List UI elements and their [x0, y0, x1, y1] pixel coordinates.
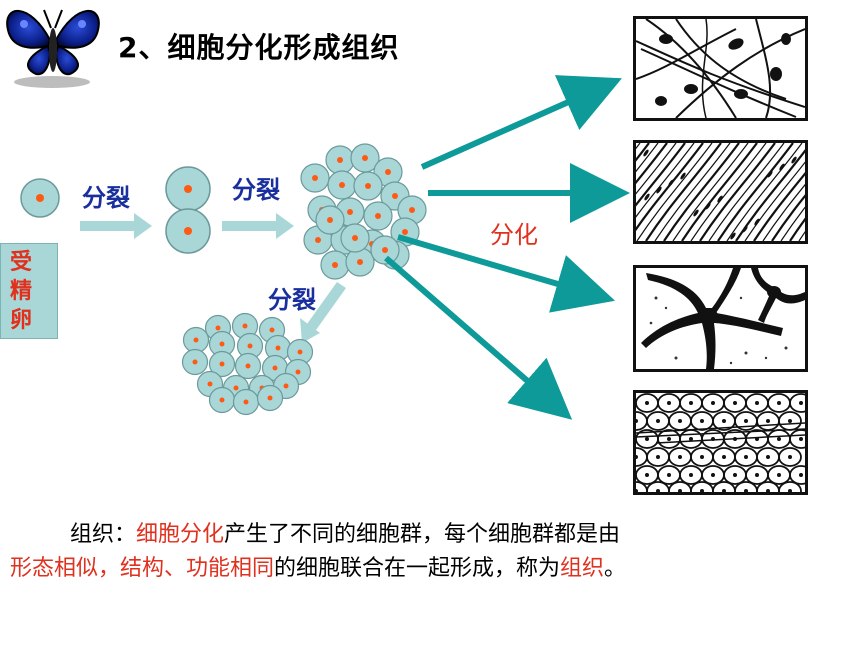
cell — [315, 205, 345, 235]
fertilized-egg-char-2: 精 — [9, 279, 32, 304]
epithelial-tissue-image — [633, 390, 808, 495]
cell — [370, 235, 400, 265]
division-arrow-3 — [300, 282, 346, 343]
definition-highlight-2: 形态相似，结构、功能相同 — [10, 556, 275, 581]
cell — [208, 330, 236, 358]
cell — [363, 201, 393, 231]
definition-highlight-3: 组织 — [560, 556, 605, 581]
cell — [208, 386, 236, 414]
division-label-2: 分裂 — [232, 176, 280, 204]
fertilized-egg-char-1: 受 — [9, 250, 32, 275]
differentiation-label: 分化 — [490, 221, 538, 249]
cell-group — [181, 312, 314, 416]
butterfly-icon — [6, 9, 100, 88]
cell — [325, 145, 355, 175]
division-label-1: 分裂 — [82, 184, 130, 212]
differentiation-arrow-3 — [397, 234, 616, 313]
connective-tissue-image — [633, 16, 808, 121]
two-cell-stage — [165, 166, 211, 254]
cell — [340, 223, 370, 253]
fertilized-egg-label: 受 精 卵 — [6, 248, 36, 335]
division-arrow-1 — [80, 213, 152, 239]
definition-highlight-1: 细胞分化 — [136, 522, 225, 547]
differentiation-arrow-4 — [384, 255, 573, 420]
definition-text-4: 的细胞联合在一起形成，称为 — [274, 556, 561, 581]
division-label-3: 分裂 — [268, 286, 316, 314]
cell — [232, 388, 260, 416]
differentiation-arrow-1 — [420, 75, 622, 170]
nerve-tissue-image — [633, 265, 808, 372]
cell — [327, 170, 357, 200]
fertilized-egg-box — [0, 243, 58, 339]
cell-cluster — [300, 143, 427, 280]
cell — [182, 326, 210, 354]
definition-term: 组织： — [70, 522, 137, 547]
cell — [181, 348, 209, 376]
slide-title: 2、细胞分化形成组织 — [118, 31, 400, 64]
fertilized-egg-char-3: 卵 — [9, 308, 32, 333]
cell — [256, 384, 284, 412]
definition-text-2: 产生了不同的细胞群，每个细胞群都是由 — [224, 522, 621, 547]
cell — [320, 250, 350, 280]
cell — [350, 143, 380, 173]
division-arrow-2 — [222, 213, 294, 239]
cell — [234, 352, 262, 380]
cell — [208, 350, 236, 378]
cell — [345, 247, 375, 277]
definition-text: 组织：细胞分化产生了不同的细胞群，每个细胞群都是由 形态相似，结构、功能相同的细… — [10, 518, 850, 586]
cell — [300, 163, 330, 193]
fertilized-egg-cell — [20, 178, 60, 218]
cell — [353, 171, 383, 201]
definition-text-6: 。 — [604, 556, 627, 581]
muscle-tissue-image — [633, 140, 808, 244]
